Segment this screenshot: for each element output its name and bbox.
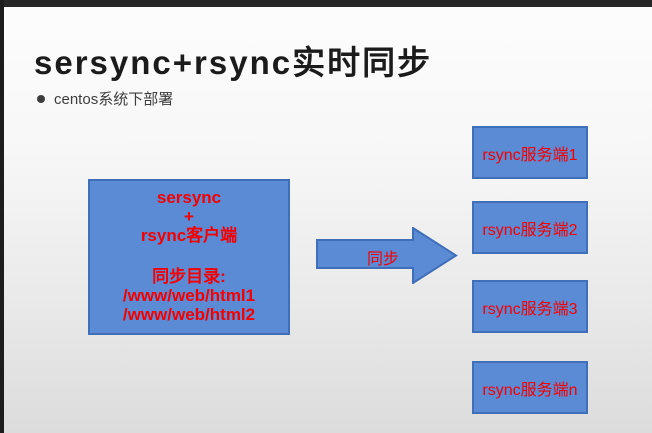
server-box-3: rsync服务端3 xyxy=(472,280,588,333)
server-box-n: rsync服务端n xyxy=(472,361,588,414)
server-box-1: rsync服务端1 xyxy=(472,126,588,179)
frame-top-edge xyxy=(0,0,652,7)
sersync-client-box: sersync + rsync客户端 同步目录: /www/web/html1 … xyxy=(88,179,290,335)
server-label-2: rsync服务端2 xyxy=(482,221,578,239)
sync-arrow-label: 同步 xyxy=(366,251,399,268)
server-label-n: rsync服务端n xyxy=(482,381,578,399)
sync-arrow-icon xyxy=(316,227,458,284)
server-label-1: rsync服务端1 xyxy=(482,146,578,164)
server-box-2: rsync服务端2 xyxy=(472,201,588,254)
bullet-dot-icon xyxy=(37,94,45,103)
source-line-path1: /www/web/html1 xyxy=(122,286,256,305)
frame-left-edge xyxy=(0,0,4,433)
source-line-plus: + xyxy=(184,207,194,226)
bullet-item: centos系统下部署 xyxy=(37,88,173,109)
server-label-3: rsync服务端3 xyxy=(482,300,578,318)
page-title: sersync+rsync实时同步 xyxy=(34,44,433,81)
source-line-rsync-client: rsync客户端 xyxy=(140,226,238,245)
source-line-sync-dir: 同步目录: xyxy=(152,267,226,286)
source-line-spacer xyxy=(90,245,288,267)
source-line-sersync: sersync xyxy=(156,188,222,207)
sync-arrow-shape xyxy=(316,227,458,284)
bullet-text: centos系统下部署 xyxy=(54,91,174,108)
source-line-path2: /www/web/html2 xyxy=(122,305,256,324)
